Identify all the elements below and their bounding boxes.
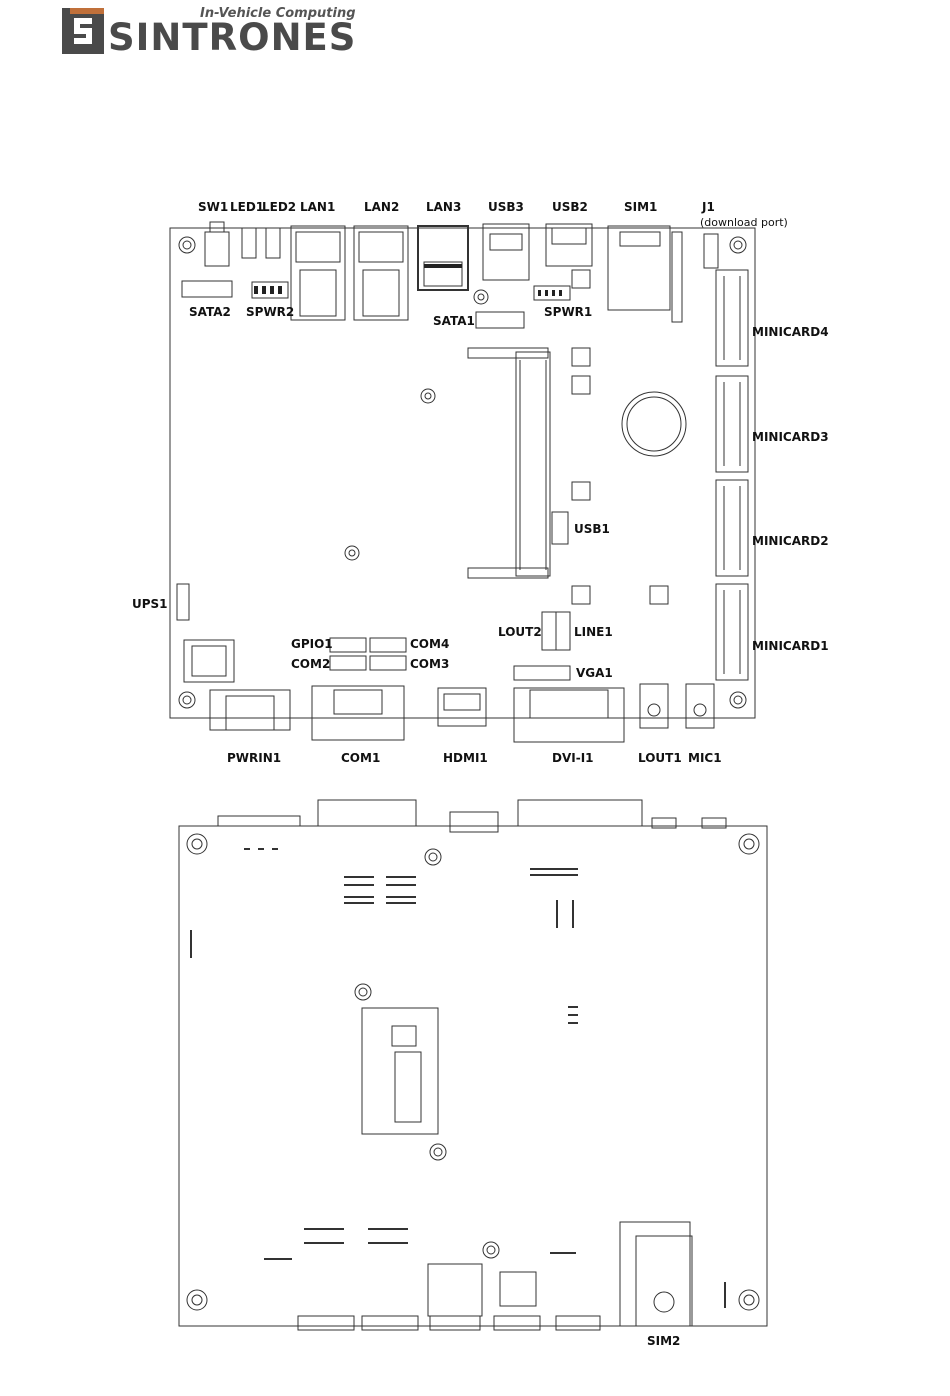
- label-j1: J1: [702, 200, 715, 214]
- label-sim2: SIM2: [647, 1334, 680, 1348]
- label-dvi-i1: DVI-I1: [552, 751, 594, 765]
- label-com2: COM2: [291, 657, 330, 671]
- label-usb2: USB2: [552, 200, 588, 214]
- label-spwr1: SPWR1: [544, 305, 592, 319]
- label-sata1: SATA1: [433, 314, 475, 328]
- label-hdmi1: HDMI1: [443, 751, 488, 765]
- label-lout2: LOUT2: [498, 625, 542, 639]
- label-vga1: VGA1: [576, 666, 613, 680]
- label-mic1: MIC1: [688, 751, 722, 765]
- label-lan1: LAN1: [300, 200, 335, 214]
- label-minicard3: MINICARD3: [752, 430, 829, 444]
- label-line1: LINE1: [574, 625, 613, 639]
- label-lan3: LAN3: [426, 200, 461, 214]
- label-sw1: SW1: [198, 200, 228, 214]
- label-sata2: SATA2: [189, 305, 231, 319]
- label-led1: LED1: [230, 200, 264, 214]
- label-lout1: LOUT1: [638, 751, 682, 765]
- label-ups1: UPS1: [132, 597, 168, 611]
- label-com4: COM4: [410, 637, 449, 651]
- label-lan2: LAN2: [364, 200, 399, 214]
- label-spwr2: SPWR2: [246, 305, 294, 319]
- label-minicard4: MINICARD4: [752, 325, 829, 339]
- label-usb3: USB3: [488, 200, 524, 214]
- bottom-board-outline: [179, 826, 767, 1326]
- label-com1: COM1: [341, 751, 380, 765]
- label-sim1: SIM1: [624, 200, 657, 214]
- cpu-area: [362, 1008, 438, 1134]
- label-minicard1: MINICARD1: [752, 639, 829, 653]
- label-com3: COM3: [410, 657, 449, 671]
- label-gpio1: GPIO1: [291, 637, 333, 651]
- label-minicard2: MINICARD2: [752, 534, 829, 548]
- sim2-slot: [620, 1222, 690, 1326]
- label-j1-note: (download port): [700, 216, 788, 229]
- label-pwrin1: PWRIN1: [227, 751, 281, 765]
- label-led2: LED2: [262, 200, 296, 214]
- label-usb1: USB1: [574, 522, 610, 536]
